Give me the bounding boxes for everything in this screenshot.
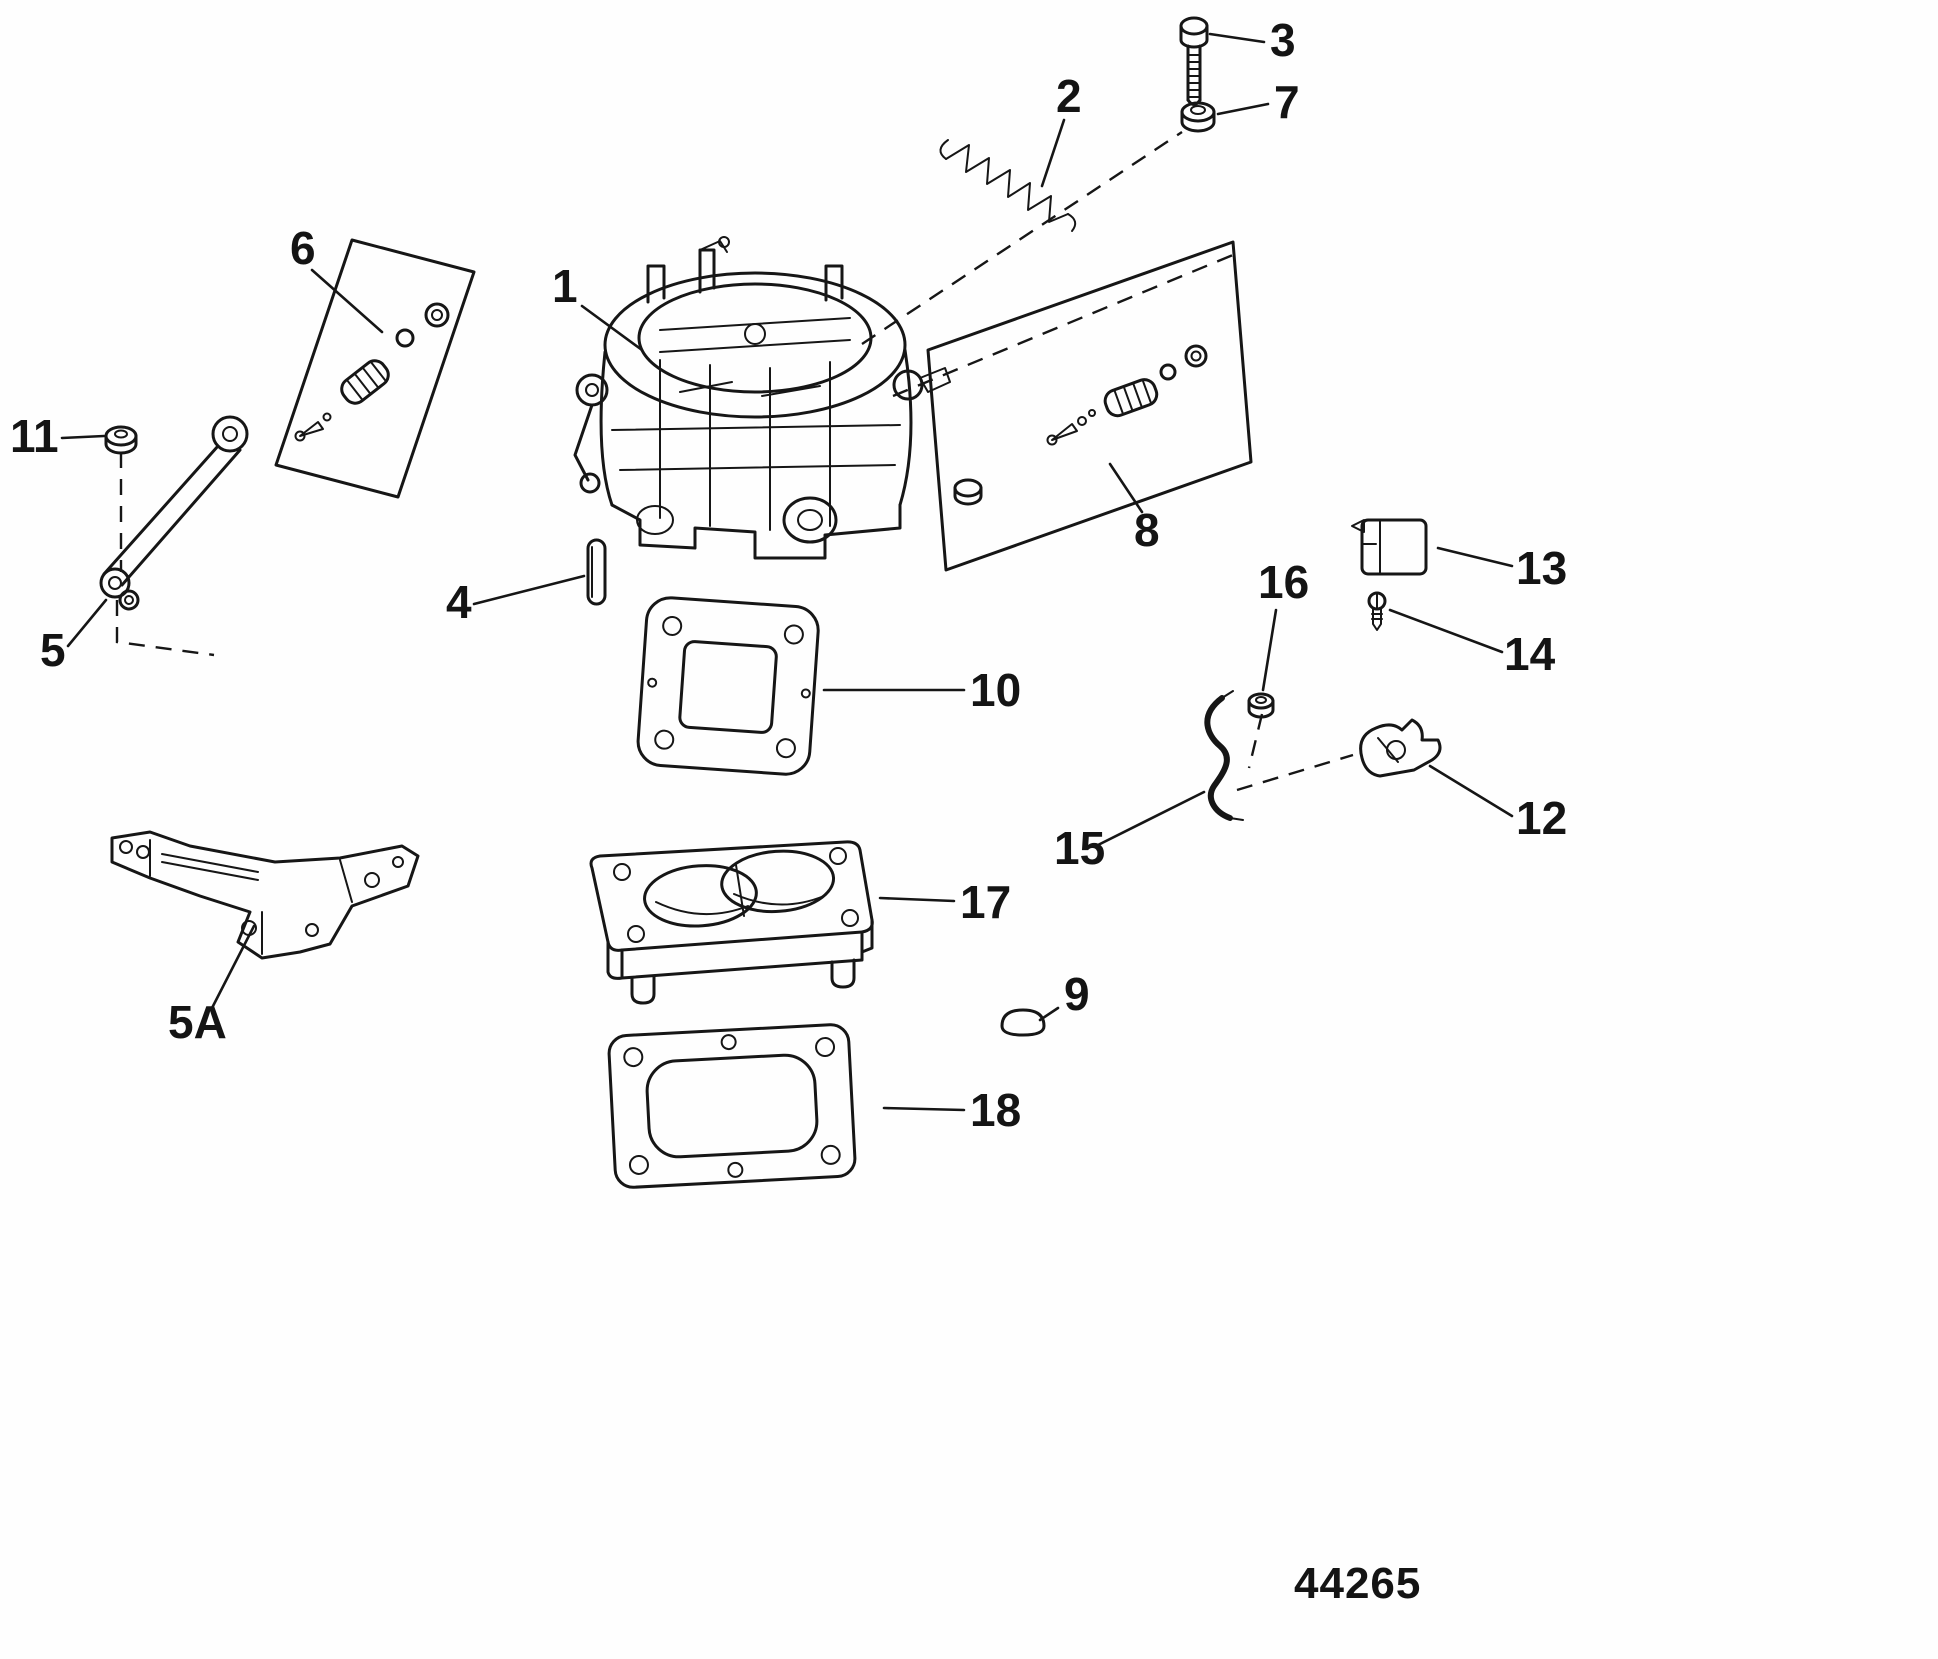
leader-lines bbox=[60, 32, 1514, 1112]
callout-16: 16 bbox=[1258, 556, 1309, 608]
callout-5: 5 bbox=[40, 624, 66, 676]
part-18-gasket bbox=[607, 1023, 857, 1189]
part-14-screw bbox=[1367, 591, 1387, 631]
callout-11: 11 bbox=[10, 410, 59, 462]
part-17-adapter-plate bbox=[589, 840, 874, 1005]
part-12-clamp bbox=[1359, 718, 1442, 778]
callout-9: 9 bbox=[1064, 968, 1090, 1020]
part-9-plug bbox=[1000, 1008, 1046, 1037]
drawing-number: 44265 bbox=[1294, 1559, 1421, 1608]
part-13-clip bbox=[1351, 518, 1428, 576]
callout-15: 15 bbox=[1054, 822, 1105, 874]
callout-3: 3 bbox=[1270, 14, 1296, 66]
part-15-spring-bracket bbox=[1204, 690, 1244, 821]
callout-6: 6 bbox=[290, 222, 316, 274]
alignment-dashed-lines bbox=[115, 130, 1354, 792]
callout-5A: 5A bbox=[168, 996, 227, 1048]
callout-13: 13 bbox=[1516, 542, 1567, 594]
callout-10: 10 bbox=[970, 664, 1021, 716]
callout-1: 1 bbox=[552, 260, 578, 312]
callout-8: 8 bbox=[1134, 504, 1160, 556]
part-4-pin bbox=[586, 538, 607, 606]
callout-18: 18 bbox=[970, 1084, 1021, 1136]
part-16-nut bbox=[1247, 692, 1275, 719]
part-5a-bracket bbox=[110, 830, 420, 960]
callout-12: 12 bbox=[1516, 792, 1567, 844]
callout-17: 17 bbox=[960, 876, 1011, 928]
part-7-nut bbox=[1180, 101, 1216, 133]
part-10-gasket bbox=[636, 596, 820, 776]
part-5-lever-arm bbox=[99, 415, 249, 611]
part-6-repair-kit-box bbox=[274, 238, 476, 499]
part-2-spring bbox=[939, 139, 1077, 232]
part-1-carburetor bbox=[573, 236, 951, 560]
callout-7: 7 bbox=[1274, 76, 1300, 128]
part-11-nut bbox=[104, 425, 138, 455]
part-8-repair-kit-box bbox=[926, 240, 1253, 572]
callout-14: 14 bbox=[1504, 628, 1556, 680]
callout-labels: 1 2 3 4 5 5A 6 7 8 9 10 11 12 13 14 15 1… bbox=[10, 14, 1567, 1608]
callout-2: 2 bbox=[1056, 70, 1082, 122]
callout-4: 4 bbox=[446, 576, 472, 628]
part-3-bolt bbox=[1179, 16, 1209, 106]
